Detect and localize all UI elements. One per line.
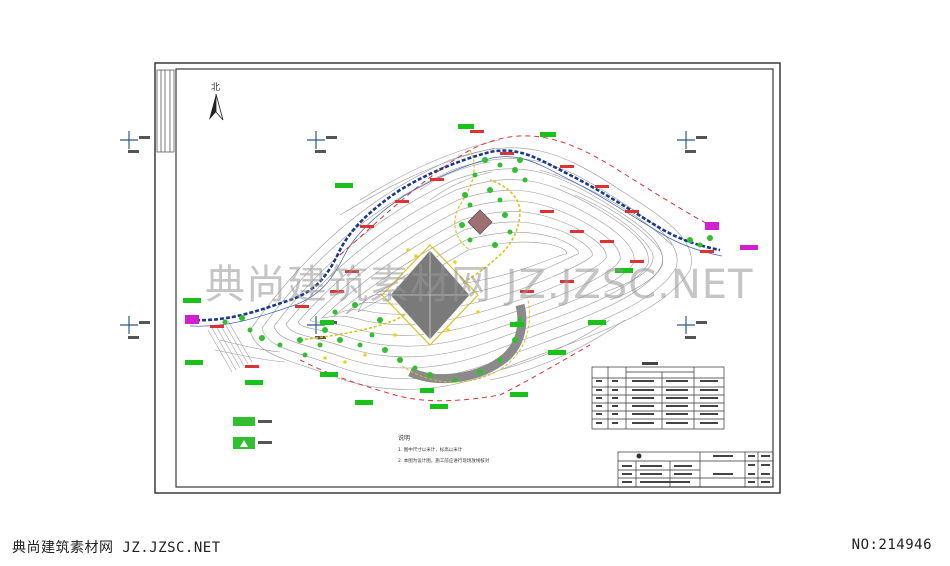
tree-icon	[240, 440, 248, 447]
small-pavilion	[467, 209, 493, 235]
crosshair-icon	[307, 131, 325, 149]
notes-block: 说明 1. 图中尺寸以米计，标高以米计 2. 本图为设计图，施工前应进行现场放线…	[398, 434, 490, 464]
slope-hatching	[207, 320, 253, 373]
notes-heading: 说明	[398, 434, 410, 442]
footer-site-name: 典尚建筑素材网 JZ.JZSC.NET	[12, 540, 221, 556]
binding-strip	[156, 69, 175, 153]
main-path	[189, 149, 723, 327]
crosshair-icon	[120, 316, 138, 334]
crosshair-icon	[677, 131, 695, 149]
sheet-outer-frame	[154, 62, 781, 494]
elevation-ticks	[210, 130, 714, 368]
north-arrow-icon: 北	[209, 82, 224, 121]
elevation-label	[183, 124, 633, 409]
main-pavilion	[381, 244, 479, 346]
title-block	[617, 451, 774, 488]
notes-line-1: 1. 图中尺寸以米计，标高以米计	[398, 446, 463, 453]
contour-lines	[214, 139, 692, 390]
sheet-inner-frame	[175, 68, 774, 488]
site-boundary	[299, 135, 716, 402]
vegetation	[222, 157, 713, 383]
north-label: 北	[211, 82, 220, 93]
coordinate-table	[591, 366, 725, 430]
notes-line-2: 2. 本图为设计图，施工前应进行现场放线核对	[398, 457, 490, 464]
crosshair-icon	[120, 131, 138, 149]
entrance-gate	[185, 222, 758, 324]
secondary-trail	[299, 179, 521, 341]
crosshair-icon	[677, 316, 695, 334]
legend	[233, 417, 272, 449]
footer-image-number: NO:214946	[851, 537, 932, 553]
